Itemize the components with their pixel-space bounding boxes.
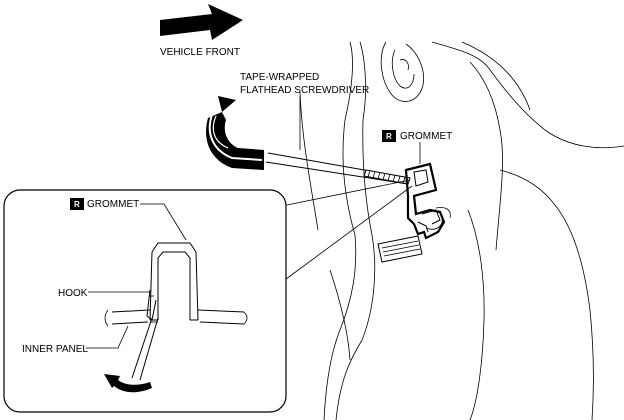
grommet-badge-detail-text: R (74, 200, 80, 209)
grommet-badge-main-text: R (386, 132, 392, 141)
hook-part (146, 289, 157, 321)
detail-inset: R GROMMET HO (3, 189, 287, 413)
grommet-badge-detail (70, 198, 84, 210)
screwdriver-tip-detail (131, 317, 159, 381)
hook-label: HOOK (58, 288, 88, 299)
inner-panel-label: INNER PANEL (22, 344, 88, 355)
tool-label-line1: TAPE-WRAPPED (240, 72, 319, 83)
grommet-part-main (404, 162, 446, 240)
inner-panel-section (104, 309, 248, 327)
grommet-detail-leader (140, 203, 187, 241)
grommet-badge-main (382, 130, 396, 142)
vehicle-front-arrow-icon (160, 4, 243, 40)
grommet-detail-label: GROMMET (87, 199, 139, 210)
inner-panel-leader (86, 325, 129, 349)
screwdriver-shaft (265, 152, 411, 185)
grommet-main-label: GROMMET (400, 131, 452, 142)
projection-line-bottom (281, 185, 413, 283)
tool-label-line2: FLATHEAD SCREWDRIVER (240, 85, 369, 96)
projection-line-top (271, 179, 411, 209)
vehicle-body-outline (299, 41, 624, 420)
vehicle-front-label: VEHICLE FRONT (160, 47, 240, 58)
rotate-arrow-large-icon (206, 96, 264, 170)
rotate-arrow-small-icon (104, 374, 152, 393)
